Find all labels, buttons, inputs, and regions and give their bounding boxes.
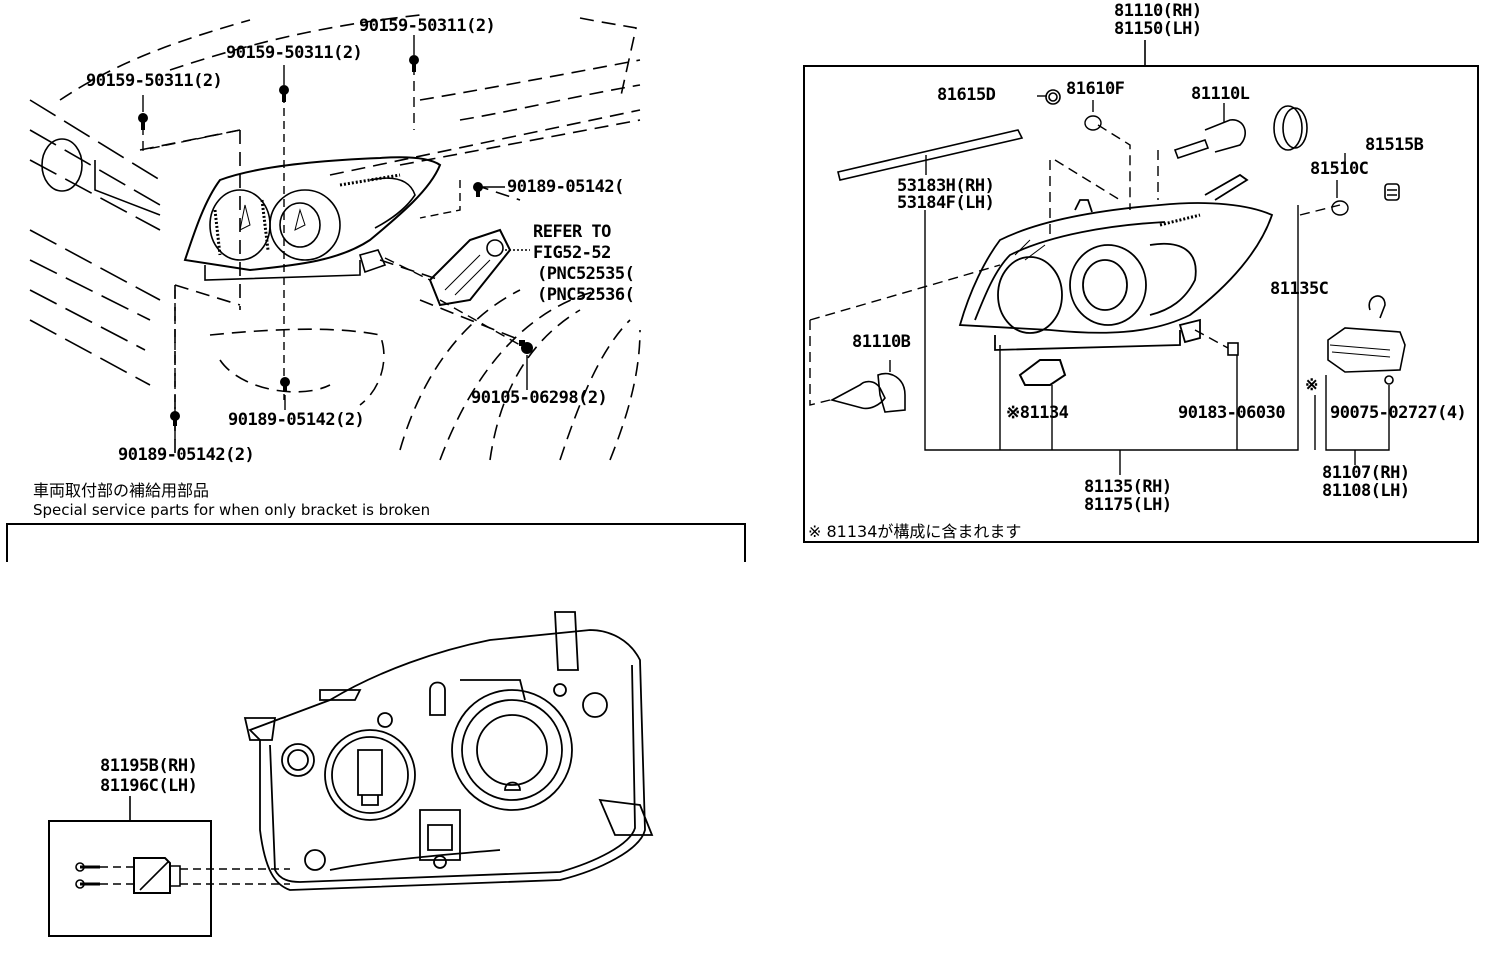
callout-81110B[interactable]: 81110B xyxy=(852,332,911,352)
callout-81134[interactable]: ※81134 xyxy=(1006,403,1069,423)
ballast-81107 xyxy=(1327,295,1406,385)
callout-81515B[interactable]: 81515B xyxy=(1365,135,1424,155)
callout-81150-lh[interactable]: 81150(LH) xyxy=(1114,19,1202,39)
callout-81135C[interactable]: 81135C xyxy=(1270,279,1329,299)
callout-81610F[interactable]: 81610F xyxy=(1066,79,1125,99)
callout-90159-50311-middle[interactable]: 90159-50311(2) xyxy=(226,43,363,63)
bracket-section-frame xyxy=(6,523,746,562)
callout-90159-50311-top[interactable]: 90159-50311(2) xyxy=(359,16,496,36)
grille-opening xyxy=(94,160,161,216)
callout-81110-rh[interactable]: 81110(RH) xyxy=(1114,1,1202,21)
cap-81610F xyxy=(1084,115,1102,131)
bracket-kit-parts xyxy=(75,857,290,894)
gasket-81134 xyxy=(1018,359,1067,386)
bulb-81110B xyxy=(829,372,906,413)
callout-81615D[interactable]: 81615D xyxy=(937,85,996,105)
bracket-kit-box xyxy=(48,820,212,937)
cap-81510C xyxy=(1331,200,1349,216)
grille-lines xyxy=(29,99,161,386)
callout-81510C[interactable]: 81510C xyxy=(1310,159,1369,179)
callout-90105-06298[interactable]: 90105-06298(2) xyxy=(471,388,608,408)
callout-90159-50311-left[interactable]: 90159-50311(2) xyxy=(86,71,223,91)
assembly-dashed-guides xyxy=(809,124,1341,406)
assembly-footnote: ※ 81134が構成に含まれます xyxy=(808,522,1022,541)
refer-pnc-52536[interactable]: (PNC52536( xyxy=(537,285,635,305)
callout-81195B-rh[interactable]: 81195B(RH) xyxy=(100,756,198,776)
callout-90189-05142-lower[interactable]: 90189-05142(2) xyxy=(118,445,255,465)
callout-81175-lh[interactable]: 81175(LH) xyxy=(1084,495,1172,515)
callout-90189-05142-center[interactable]: 90189-05142(2) xyxy=(228,410,365,430)
clip-90183 xyxy=(1227,342,1239,356)
callout-53183H-rh[interactable]: 53183H(RH) xyxy=(897,176,995,196)
bracket-note-english: Special service parts for when only brac… xyxy=(33,501,431,519)
callout-90183-06030[interactable]: 90183-06030 xyxy=(1178,403,1286,423)
headlamp-bracket xyxy=(428,228,530,307)
socket-81515B xyxy=(1384,183,1400,201)
callout-53184F-lh[interactable]: 53184F(LH) xyxy=(897,193,995,213)
refer-figure-link[interactable]: FIG52-52 xyxy=(533,243,611,263)
refer-pnc-52535[interactable]: (PNC52535( xyxy=(537,264,635,284)
cover-81135C xyxy=(1273,105,1308,151)
callout-81196C-lh[interactable]: 81196C(LH) xyxy=(100,776,198,796)
assembly-box xyxy=(803,65,1479,543)
assembly-headlamp xyxy=(958,173,1274,351)
molding-53183H xyxy=(837,129,1024,181)
nut-81615D xyxy=(1045,89,1061,105)
headlamp-front-view xyxy=(183,156,442,281)
headlamp-rear-view xyxy=(243,611,654,891)
callout-81135-rh[interactable]: 81135(RH) xyxy=(1084,477,1172,497)
callout-90189-05142-upper[interactable]: 90189-05142( xyxy=(507,177,624,197)
refer-to-label: REFER TO xyxy=(533,222,611,242)
callout-81107-rh[interactable]: 81107(RH) xyxy=(1322,463,1410,483)
assembly-leaders xyxy=(889,95,1390,475)
callout-81110L[interactable]: 81110L xyxy=(1191,84,1250,104)
included-mark: ※ xyxy=(1305,375,1318,394)
vehicle-body-outline xyxy=(59,14,641,461)
bracket-note-japanese: 車両取付部の補給用部品 xyxy=(33,481,210,500)
callout-81108-lh[interactable]: 81108(LH) xyxy=(1322,481,1410,501)
callout-90075-02727[interactable]: 90075-02727(4) xyxy=(1330,403,1467,423)
bulb-81110L xyxy=(1173,119,1246,160)
fastener-leaders xyxy=(142,35,528,440)
screw-icons xyxy=(138,55,533,426)
fog-lamp-outline xyxy=(41,138,83,192)
